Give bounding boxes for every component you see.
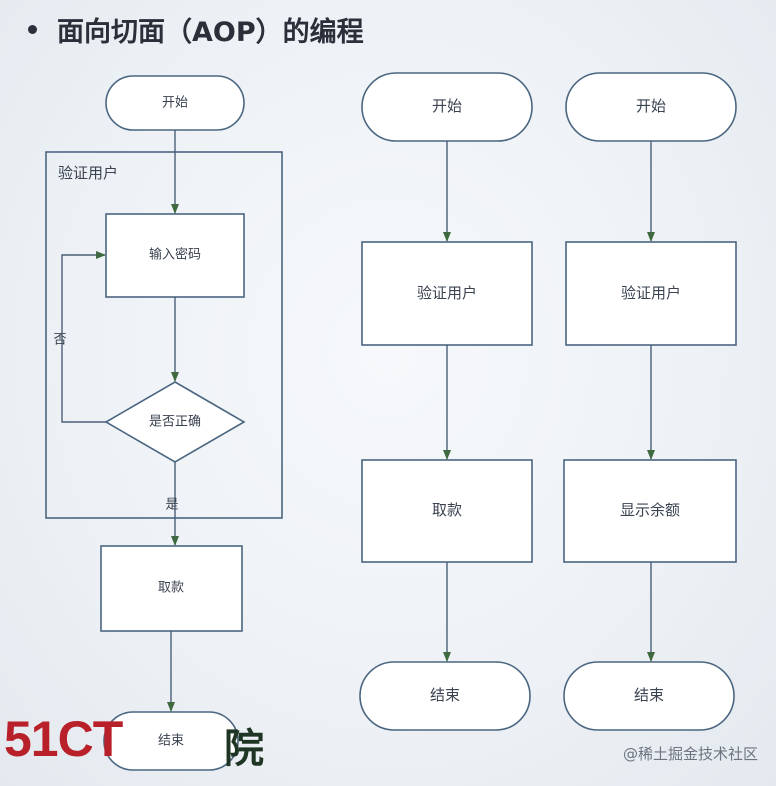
verify-user-group: [45, 151, 283, 519]
fc3-show-balance-label: 显示余额: [620, 501, 680, 519]
fc1-withdraw-label: 取款: [158, 581, 184, 596]
fc1-yes-label: 是: [165, 498, 178, 513]
flowchart-2: 开始 验证用户 取款 结束: [359, 72, 533, 731]
fc1-input-password-label: 输入密码: [149, 247, 201, 263]
fc1-no-label: 否: [53, 333, 66, 348]
fc1-input-password-node: [105, 213, 245, 298]
fc2-withdraw-label: 取款: [432, 501, 462, 519]
fc2-end-node: [359, 661, 531, 731]
brand-logo-tail: 院: [224, 726, 264, 772]
fc2-start-label: 开始: [432, 97, 462, 115]
bullet-icon: [28, 25, 37, 34]
fc3-start-label: 开始: [636, 97, 666, 115]
fc3-show-balance-node: [563, 459, 737, 563]
fc2-end-label: 结束: [430, 686, 460, 704]
fc1-edge-no-loop: [61, 251, 106, 423]
fc1-decision-label: 是否正确: [149, 415, 201, 430]
fc3-end-node: [563, 661, 735, 731]
title-text: 面向切面（AOP）的编程: [57, 17, 364, 48]
fc2-withdraw-node: [361, 459, 533, 563]
flowchart-3: 开始 验证用户 显示余额 结束: [563, 72, 737, 731]
fc1-end-label: 结束: [158, 734, 184, 749]
fc3-verify-user-node: [565, 241, 737, 346]
fc1-end-node: [103, 711, 239, 771]
fc1-start-label: 开始: [162, 96, 188, 111]
flowchart-1: 验证用户 开始 输入密码 是否正确 取款 结束 否 是: [45, 75, 283, 771]
verify-user-group-label: 验证用户: [58, 164, 118, 182]
slide-title: 面向切面（AOP）的编程: [28, 10, 364, 49]
fc2-verify-user-node: [361, 241, 533, 346]
watermark: @稀土掘金技术社区: [622, 745, 758, 763]
fc3-end-label: 结束: [634, 686, 664, 704]
fc3-verify-user-label: 验证用户: [621, 284, 681, 302]
fc2-verify-user-label: 验证用户: [417, 284, 477, 302]
brand-logo: 51CT: [4, 711, 123, 767]
